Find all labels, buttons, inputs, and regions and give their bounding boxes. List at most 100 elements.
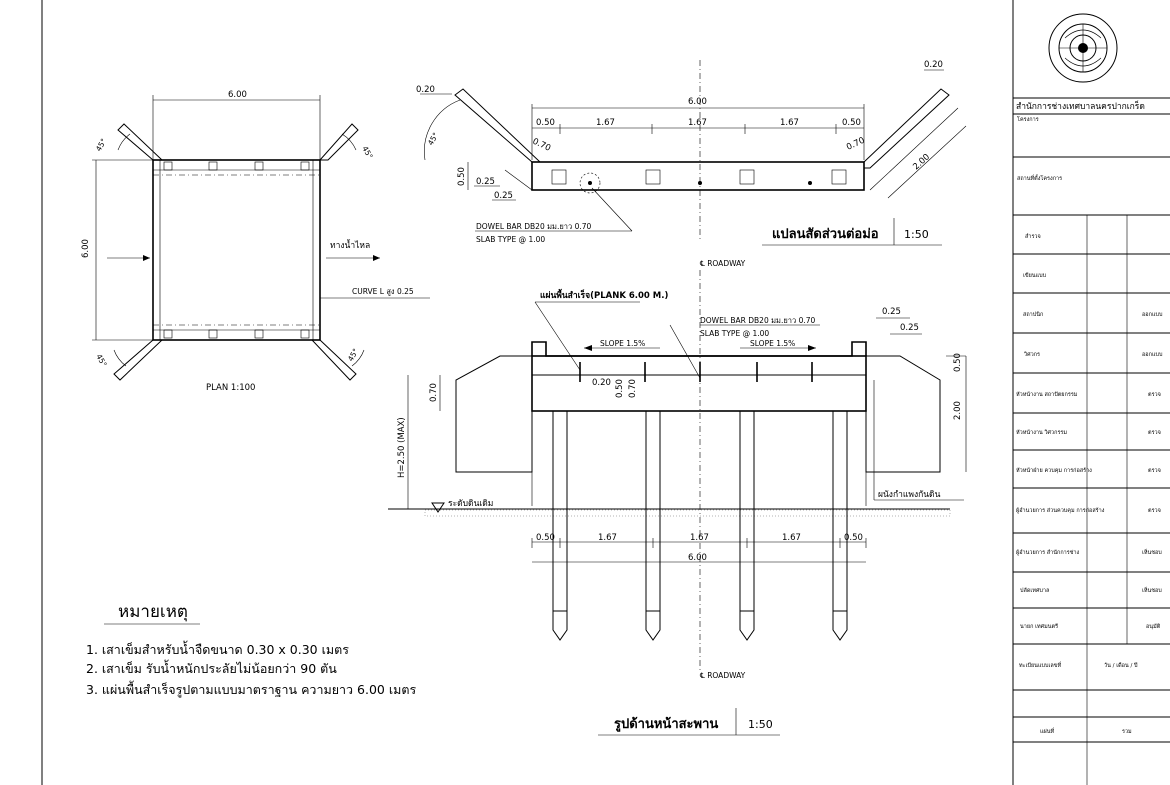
approach-scale: 1:50: [904, 228, 929, 241]
front-span-dim-2: 1.67: [690, 533, 709, 543]
plan-view: 6.00 6.00 45° 45° 45° 45° ทางน้ำไหล CURV…: [81, 90, 430, 393]
approach-angle: 45°: [426, 131, 441, 147]
row-director-eng-right: เห็นชอบ: [1142, 548, 1162, 556]
wall-label: ผนังกำแพงกันดิน: [878, 490, 941, 500]
front-end-dim-r: 0.50: [844, 533, 863, 543]
approach-end-dim-r: 0.50: [842, 118, 861, 128]
row-head-div: หัวหน้าฝ่าย ควบคุม การก่อสร้าง: [1016, 467, 1092, 474]
location-label: สถานที่ตั้งโครงการ: [1017, 174, 1062, 182]
roadway-top: ℄ ROADWAY: [700, 259, 746, 268]
flow-arrow-out-icon: [373, 255, 380, 261]
front-dowel: DOWEL BAR DB20 มม.ยาว 0.70: [700, 316, 816, 325]
front-scale: 1:50: [748, 718, 773, 731]
register-label: ทะเบียนแบบเลขที่: [1019, 661, 1061, 669]
front-end-dim-l: 0.50: [536, 533, 555, 543]
front-hmax: H=2.50 (MAX): [397, 417, 407, 478]
approach-wing-dim-l: 0.20: [416, 85, 435, 95]
municipal-seal-icon: [1048, 13, 1118, 83]
approach-title: แปลนสัดส่วนต่อม่อ: [772, 227, 879, 242]
row-mayor-right: อนุมัติ: [1146, 623, 1161, 630]
front-span-dim-3: 1.67: [782, 533, 801, 543]
notes-title: หมายเหตุ: [118, 602, 188, 622]
row-mayor: นายก เทศมนตรี: [1020, 623, 1058, 630]
front-deck: [531, 341, 867, 357]
front-total-dim: 6.00: [688, 553, 707, 563]
roadway-bottom: ℄ ROADWAY: [700, 671, 746, 680]
front-cap-dim: 0.70: [429, 383, 439, 402]
approach-winglen-dim: 2.00: [911, 152, 932, 172]
plan-angle-bl: 45°: [94, 353, 109, 369]
approach-height-dim: 0.50: [457, 167, 467, 186]
flow-label: ทางน้ำไหล: [330, 239, 370, 251]
approach-end-dim-l: 0.50: [536, 118, 555, 128]
ground-label: ระดับดินเดิม: [448, 499, 493, 509]
front-cap-dim-2: 0.50: [615, 379, 625, 398]
approach-wing-dim-r: 0.20: [924, 60, 943, 70]
plan-title: PLAN 1:100: [206, 383, 255, 393]
row-director-eng: ผู้อำนวยการ สำนักการช่าง: [1016, 549, 1080, 556]
slope-arrow-l-icon: [584, 345, 592, 351]
plank-label: แผ่นพื้นสำเร็จ(PLANK 6.00 M.): [540, 288, 668, 301]
sheet-label: แผ่นที่: [1040, 727, 1055, 735]
front-wallh-dim: 2.00: [953, 401, 963, 420]
front-view: ℄ ROADWAY ระดับดินเดิม: [388, 259, 967, 736]
row-architect: สถาปนิก: [1023, 311, 1043, 318]
title-block: สำนักการช่างเทศบาลนครปากเกร็ด โครงการ สถ…: [1013, 13, 1170, 785]
plan-height-dim: 6.00: [81, 239, 91, 258]
plan-angle-tl: 45°: [94, 137, 109, 153]
row-clerk: ปลัดเทศบาล: [1020, 587, 1049, 594]
front-span-dim-1: 1.67: [598, 533, 617, 543]
approach-slab: [531, 161, 865, 191]
flow-arrow-in-icon: [143, 255, 150, 261]
office-name: สำนักการช่างเทศบาลนครปากเกร็ด: [1016, 100, 1145, 112]
row-director-ctrl-right: ตรวจ: [1148, 508, 1161, 514]
approach-offset-dim-2: 0.25: [494, 191, 513, 201]
row-head-arch-right: ตรวจ: [1148, 392, 1161, 398]
piles: [552, 410, 848, 641]
front-title: รูปด้านหน้าสะพาน: [614, 716, 718, 732]
front-pilecap: [531, 355, 867, 412]
notes-block: หมายเหตุ 1. เสาเข็มสำหรับน้ำจืดขนาด 0.30…: [86, 602, 416, 698]
front-top-dim-2: 0.25: [900, 323, 919, 333]
row-architect-right: ออกแบบ: [1142, 312, 1163, 318]
front-top-dim-1: 0.25: [882, 307, 901, 317]
row-head-div-right: ตรวจ: [1148, 468, 1161, 474]
note-2: 2. เสาเข็ม รับน้ำหนักประลัยไม่น้อยกว่า 9…: [86, 659, 337, 676]
row-head-eng-right: ตรวจ: [1148, 430, 1161, 436]
plan-deck-inner: [159, 159, 314, 341]
front-slab-type: SLAB TYPE @ 1.00: [700, 329, 769, 338]
project-label: โครงการ: [1017, 115, 1039, 123]
ground-level-icon: [431, 502, 445, 513]
front-walltop-dim: 0.50: [953, 353, 963, 372]
curve-label: CURVE L สูง 0.25: [352, 287, 414, 296]
note-3: 3. แผ่นพื้นสำเร็จรูปตามแบบมาตราฐาน ความย…: [86, 680, 416, 698]
row-clerk-right: เห็นชอบ: [1142, 586, 1162, 594]
approach-offset-dim-1: 0.25: [476, 177, 495, 187]
plan-angle-tr: 45°: [360, 145, 375, 161]
approach-wingthk-l: 0.70: [531, 137, 552, 154]
slope-left: SLOPE 1.5%: [600, 339, 645, 348]
plan-width-dim: 6.00: [228, 90, 247, 100]
slope-arrow-r-icon: [808, 345, 816, 351]
approach-slab-type: SLAB TYPE @ 1.00: [476, 235, 545, 244]
approach-span-dim-1: 1.67: [596, 118, 615, 128]
approach-span-dim-3: 1.67: [780, 118, 799, 128]
row-survey: สำรวจ: [1025, 233, 1041, 240]
approach-span-dim-2: 1.67: [688, 118, 707, 128]
row-engineer-right: ออกแบบ: [1142, 352, 1163, 358]
row-drafting: เขียนแบบ: [1023, 272, 1047, 279]
plan-angle-br: 45°: [346, 347, 361, 363]
approach-total-dim: 6.00: [688, 97, 707, 107]
total-label: รวม: [1122, 729, 1132, 735]
date-label: วัน / เดือน / ปี: [1104, 662, 1138, 669]
approach-wingthk-r: 0.70: [845, 136, 866, 153]
slope-right: SLOPE 1.5%: [750, 339, 795, 348]
row-director-ctrl: ผู้อำนวยการ ส่วนควบคุม การก่อสร้าง: [1016, 507, 1105, 514]
row-head-arch: หัวหน้างาน สถาปัตยกรรม: [1016, 391, 1078, 398]
plan-deck: [152, 159, 321, 341]
note-1: 1. เสาเข็มสำหรับน้ำจืดขนาด 0.30 x 0.30 เ…: [86, 640, 349, 657]
row-head-eng: หัวหน้างาน วิศวกรรม: [1016, 429, 1067, 436]
approach-view: 6.00 0.50 1.67 1.67 1.67 0.50 0.20 0.20 …: [416, 60, 967, 246]
approach-dowel: DOWEL BAR DB20 มม.ยาว 0.70: [476, 222, 592, 231]
